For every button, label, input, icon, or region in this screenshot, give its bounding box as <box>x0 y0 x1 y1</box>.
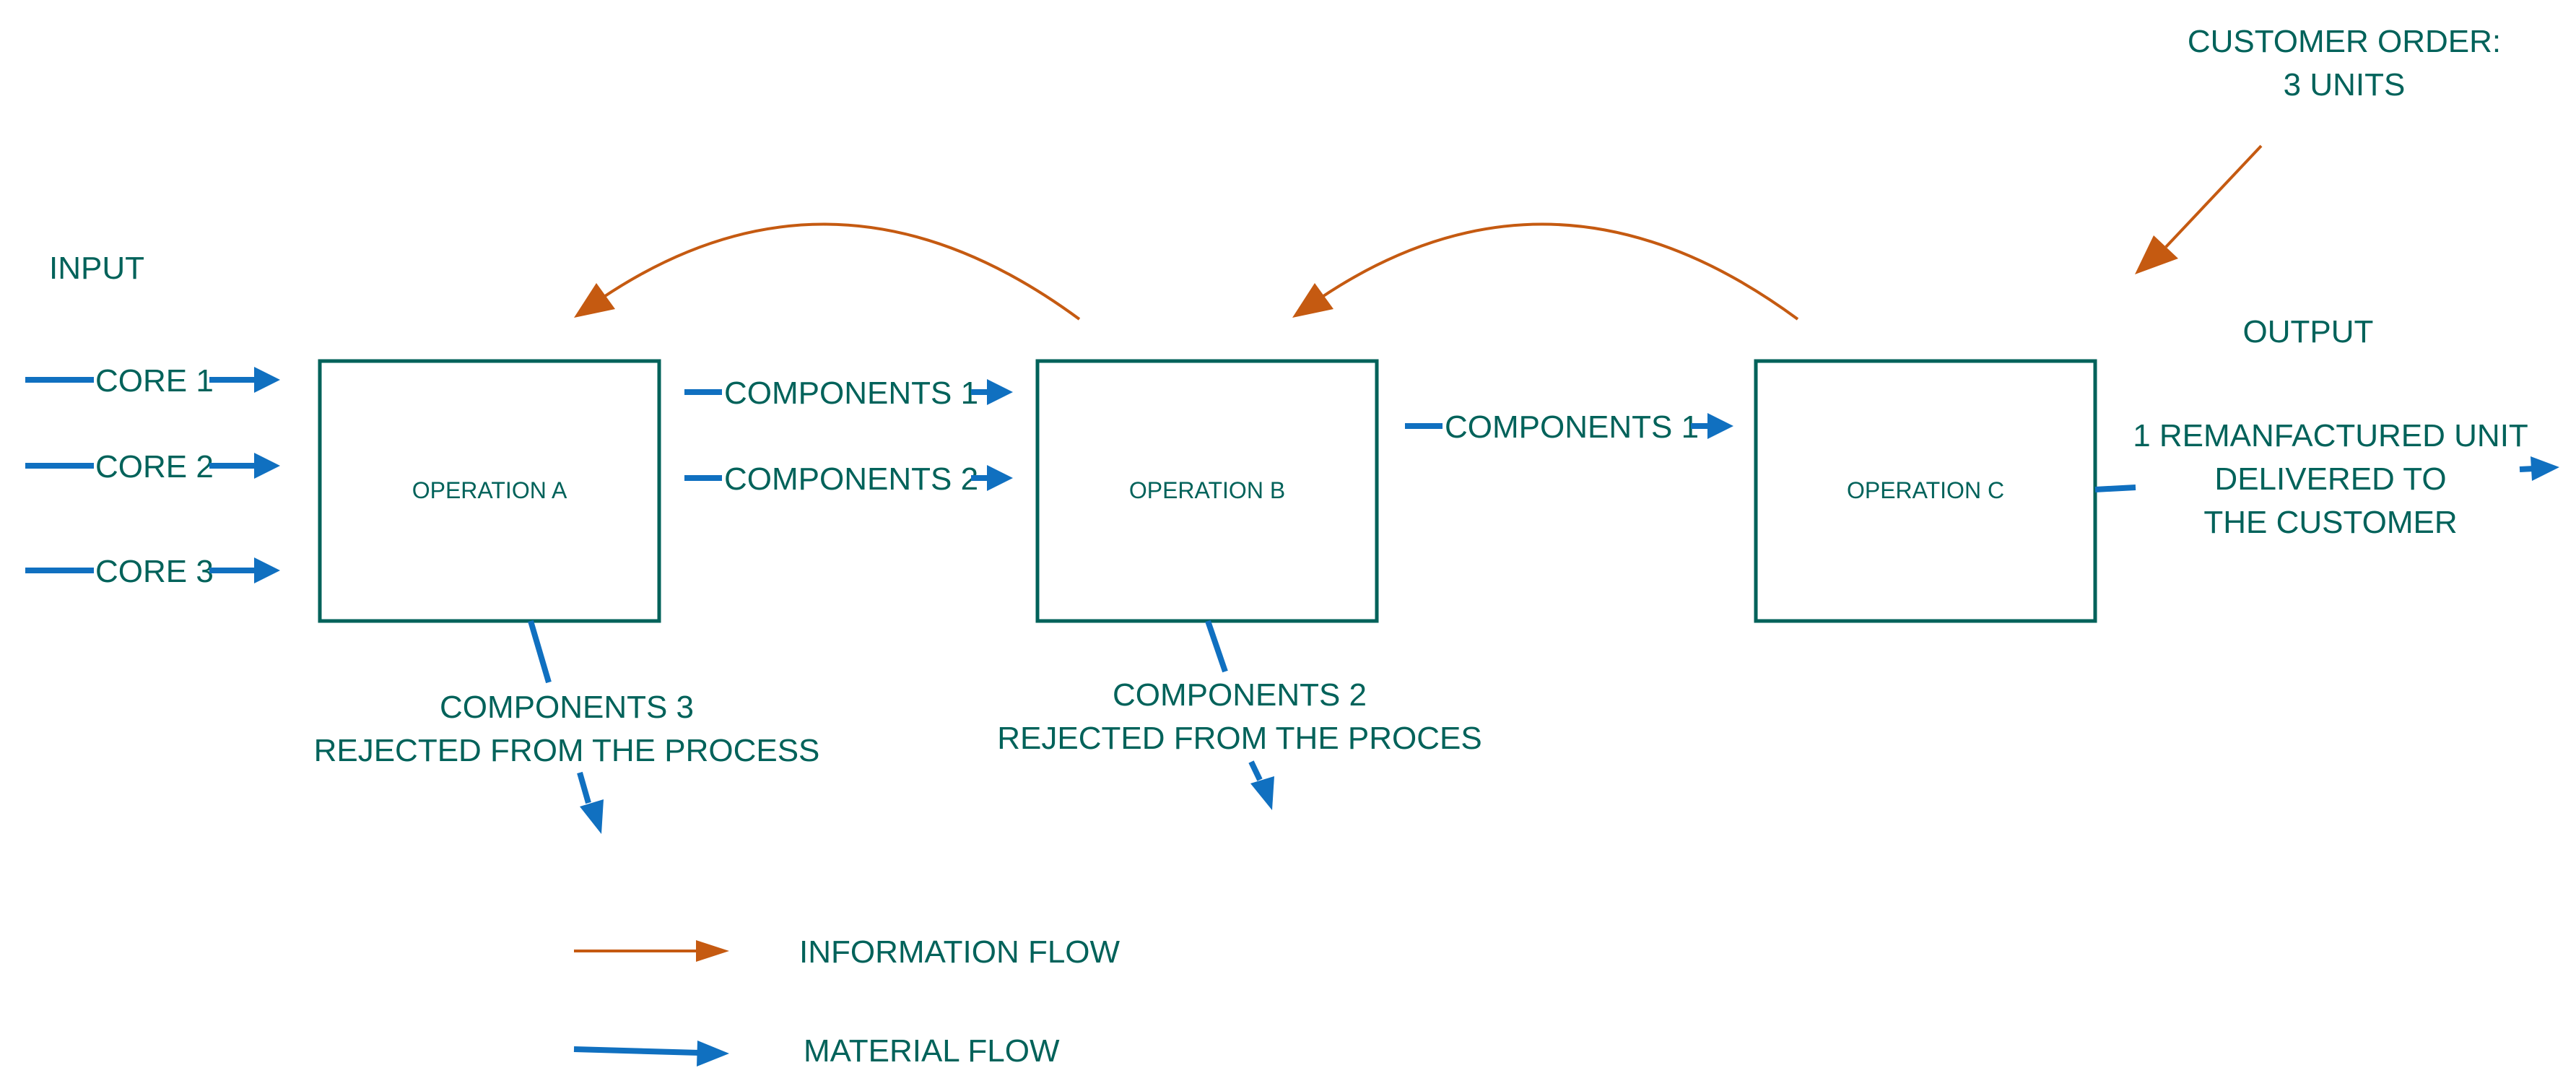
output-arrow-head <box>2531 456 2559 481</box>
output-line-1: 1 REMANFACTURED UNIT <box>2133 418 2528 453</box>
legend-material-flow-label: MATERIAL FLOW <box>804 1033 1060 1069</box>
reject-b-flow-upper <box>1205 620 1228 673</box>
reject-b-label-line-1: COMPONENTS 2 <box>1113 677 1367 713</box>
components-2-ab-arrow-head <box>987 465 1013 491</box>
reject-a-label: COMPONENTS 3 REJECTED FROM THE PROCESS <box>314 690 820 768</box>
components-1-ab-arrow-head <box>987 379 1013 405</box>
legend-information-flow-head <box>696 940 729 962</box>
reject-a-label-line-1: COMPONENTS 3 <box>440 690 694 725</box>
output-line-3: THE CUSTOMER <box>2203 505 2457 540</box>
info-flow-arc-b-to-a-head <box>574 283 615 318</box>
output-heading: OUTPUT <box>2243 314 2374 349</box>
reject-a-flow-upper <box>528 620 552 684</box>
reject-b-arrow-head <box>1250 776 1274 810</box>
info-flow-arc-c-to-b-head <box>1292 283 1333 318</box>
legend-material-flow-line <box>573 1046 700 1056</box>
components-1-bc-arrow-head <box>1707 413 1733 439</box>
components-1-bc-label: COMPONENTS 1 <box>1445 409 1699 445</box>
operation-a-label: OPERATION A <box>412 477 567 503</box>
reject-b-flow-lower <box>1248 760 1263 781</box>
operation-a-box <box>318 359 661 623</box>
components-2-ab-label: COMPONENTS 2 <box>724 461 978 497</box>
customer-order-line-1: CUSTOMER ORDER: <box>2188 24 2501 59</box>
components-1-ab-label: COMPONENTS 1 <box>724 375 978 411</box>
operation-b-label: OPERATION B <box>1129 477 1285 503</box>
core-3-arrow-head <box>254 557 280 583</box>
operation-b-box <box>1035 359 1379 623</box>
customer-order-line-2: 3 UNITS <box>2284 67 2406 103</box>
core-2-arrow-head <box>254 453 280 479</box>
info-flow-customer-order-head <box>2135 235 2178 274</box>
core-1-label: CORE 1 <box>95 363 214 399</box>
info-flow-customer-order <box>2164 144 2263 248</box>
legend: INFORMATION FLOW MATERIAL FLOW <box>573 934 1121 1069</box>
reject-a-flow-lower <box>577 771 591 804</box>
core-3-label: CORE 3 <box>95 554 214 589</box>
core-2-label: CORE 2 <box>95 449 214 485</box>
output-label: 1 REMANFACTURED UNIT DELIVERED TO THE CU… <box>2133 418 2528 540</box>
info-flow-arc-c-to-b <box>1320 222 1799 321</box>
input-heading: INPUT <box>49 251 144 286</box>
legend-information-flow-label: INFORMATION FLOW <box>799 934 1121 970</box>
output-flow-tail <box>2094 485 2136 492</box>
operation-c-box <box>1754 359 2097 623</box>
reject-a-label-line-2: REJECTED FROM THE PROCESS <box>314 733 820 768</box>
customer-order-label: CUSTOMER ORDER: 3 UNITS <box>2188 24 2501 103</box>
output-line-2: DELIVERED TO <box>2214 461 2446 497</box>
legend-material-flow-head <box>697 1041 729 1067</box>
reject-a-arrow-head <box>580 799 604 834</box>
reject-b-label: COMPONENTS 2 REJECTED FROM THE PROCES <box>997 677 1481 756</box>
reject-b-label-line-2: REJECTED FROM THE PROCES <box>997 721 1481 756</box>
info-flow-arc-b-to-a <box>601 222 1081 321</box>
operation-c-label: OPERATION C <box>1847 477 2004 503</box>
core-1-arrow-head <box>254 367 280 393</box>
